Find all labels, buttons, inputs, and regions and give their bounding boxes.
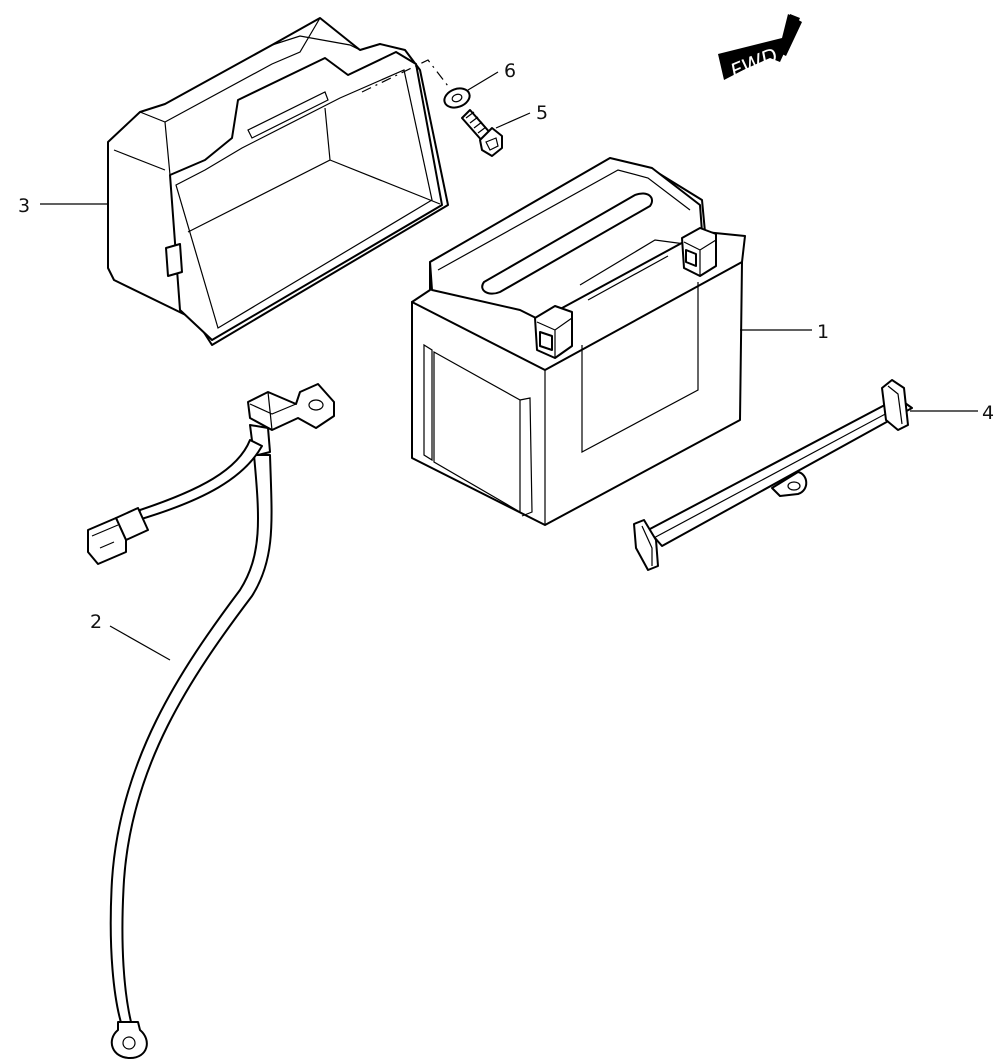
battery (411, 157, 746, 526)
callout-5: 5 (495, 102, 548, 129)
callout-3: 3 (18, 195, 108, 217)
battery-case (107, 17, 449, 346)
assembly-line (361, 59, 449, 93)
bolt (461, 109, 503, 157)
fwd-arrow-icon: FWD (718, 14, 802, 84)
callout-label-6: 6 (504, 60, 516, 82)
callout-2: 2 (90, 611, 171, 661)
callout-1: 1 (740, 321, 829, 343)
callout-label-3: 3 (18, 195, 30, 217)
cable-connector (87, 507, 149, 565)
terminal-negative (534, 305, 573, 359)
washer (443, 87, 471, 109)
callout-label-5: 5 (536, 102, 548, 124)
callout-4: 4 (910, 402, 994, 424)
ring-terminal-icon (110, 1021, 148, 1059)
callout-label-4: 4 (982, 402, 994, 424)
terminal-positive (681, 227, 717, 277)
callout-label-1: 1 (817, 321, 829, 343)
battery-strap (633, 379, 913, 571)
callout-label-2: 2 (90, 611, 102, 633)
callout-6: 6 (467, 60, 516, 91)
battery-cable (87, 383, 335, 1059)
